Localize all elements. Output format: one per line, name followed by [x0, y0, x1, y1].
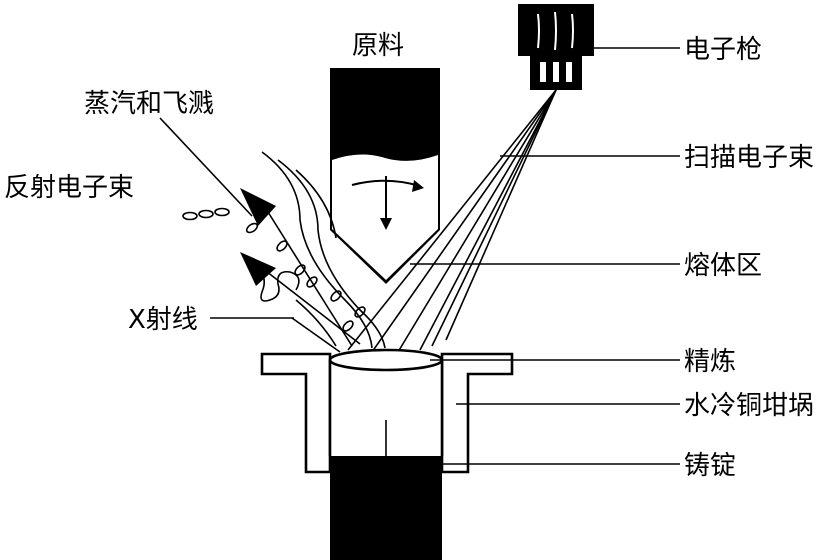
ingot — [330, 449, 442, 560]
label-refining: 精炼 — [684, 347, 736, 377]
arrow-head-icon — [240, 252, 276, 286]
x-ray-lines — [291, 299, 341, 353]
label-melt-zone: 熔体区 — [684, 251, 762, 281]
leader-lines — [159, 47, 680, 465]
label-raw-material: 原料 — [352, 31, 404, 61]
label-vapor-splash: 蒸汽和飞溅 — [84, 89, 214, 119]
label-xray: X射线 — [128, 305, 198, 335]
reflected-electron-beams — [240, 188, 361, 347]
label-crucible: 水冷铜坩埚 — [684, 391, 814, 421]
electron-gun — [518, 4, 594, 90]
label-scanning-beam: 扫描电子束 — [684, 143, 814, 173]
arrow-head-icon — [240, 188, 276, 226]
scanning-electron-beams — [347, 89, 557, 353]
label-ingot: 铸锭 — [684, 451, 736, 481]
raw-material-rod — [330, 68, 440, 284]
vapor-and-splash — [182, 151, 386, 349]
melt-pool — [328, 348, 444, 470]
water-cooled-copper-crucible — [260, 352, 514, 474]
label-electron-gun: 电子枪 — [684, 35, 762, 65]
label-reflected-beam: 反射电子束 — [4, 173, 134, 203]
